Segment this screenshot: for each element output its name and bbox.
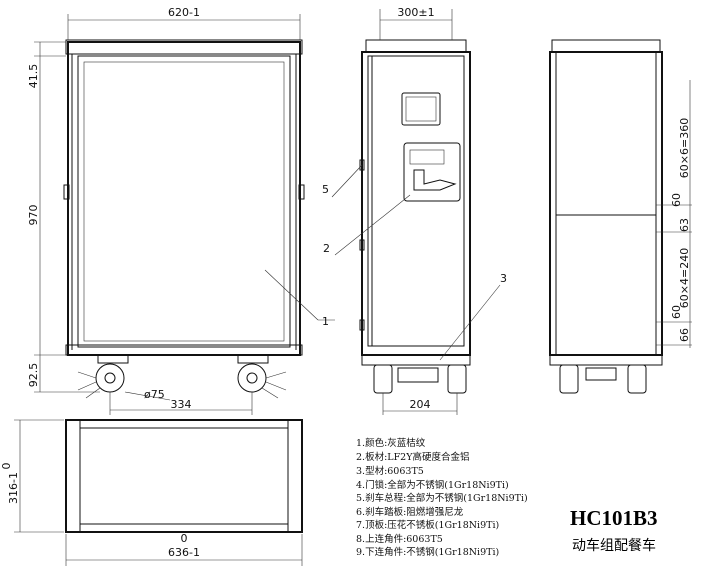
note-item: 7.顶板:压花不锈板(1Gr18Ni9Ti) — [356, 519, 499, 531]
dim-top-width: 636-1 — [168, 546, 200, 559]
door-lock — [403, 142, 461, 202]
handle-plate — [401, 92, 441, 126]
notes-list: 1.颜色:灰蓝桔纹 2.板材:LF2Y高硬度合金铝 3.型材:6063T5 4.… — [356, 437, 528, 558]
dim-front-width: 620-1 — [168, 6, 200, 19]
dim-bottom-offset: 92.5 — [27, 363, 40, 388]
front-view: 620-1 970 41.5 92.5 ø75 334 1 — [27, 6, 335, 415]
dim-chain-1: 60×6=360 — [678, 118, 691, 178]
note-item: 1.颜色:灰蓝桔纹 — [356, 437, 426, 449]
dim-chain-5: 60 — [670, 305, 683, 319]
dim-side-width: 300±1 — [397, 6, 434, 19]
top-view: 0 316-1 636-1 0 — [0, 419, 303, 566]
note-item: 4.门锁:全部为不锈钢(1Gr18Ni9Ti) — [356, 479, 509, 491]
dim-chain-3: 63 — [678, 218, 691, 232]
dim-zero: 0 — [0, 463, 13, 470]
dim-zero-bottom: 0 — [181, 532, 188, 545]
dim-chain-6: 66 — [678, 328, 691, 342]
note-item: 5.刹车总程:全部为不锈钢(1Gr18Ni9Ti) — [356, 492, 528, 504]
callout-3: 3 — [500, 272, 507, 285]
dim-wheel-base-front: 334 — [171, 398, 192, 411]
side-view: 300±1 204 5 2 3 — [322, 6, 507, 415]
model-title: HC101B3 — [570, 506, 658, 530]
rear-view: 60×6=360 60 63 60×4=240 60 66 — [549, 39, 692, 394]
callout-2: 2 — [323, 242, 330, 255]
note-item: 6.刹车踏板:阻燃增强尼龙 — [356, 506, 464, 518]
wheel-right — [237, 354, 287, 399]
dim-top-offset: 41.5 — [27, 64, 40, 89]
dim-wheel-base-side: 204 — [410, 398, 431, 411]
model-subtitle: 动车组配餐车 — [572, 537, 656, 554]
callout-5: 5 — [322, 183, 329, 196]
dim-chain-2: 60 — [670, 193, 683, 207]
wheel-left — [77, 354, 129, 399]
note-item: 8.上连角件:6063T5 — [356, 533, 443, 545]
dim-chain-4: 60×4=240 — [678, 248, 691, 308]
note-item: 2.板材:LF2Y高硬度合金铝 — [356, 451, 469, 463]
dim-front-height: 970 — [27, 205, 40, 226]
note-item: 9.下连角件:不锈钢(1Gr18Ni9Ti) — [356, 546, 499, 558]
note-item: 3.型材:6063T5 — [356, 465, 424, 477]
dim-wheel-diameter: ø75 — [144, 388, 165, 401]
callout-1: 1 — [322, 315, 329, 328]
dim-top-depth: 316-1 — [7, 472, 20, 504]
